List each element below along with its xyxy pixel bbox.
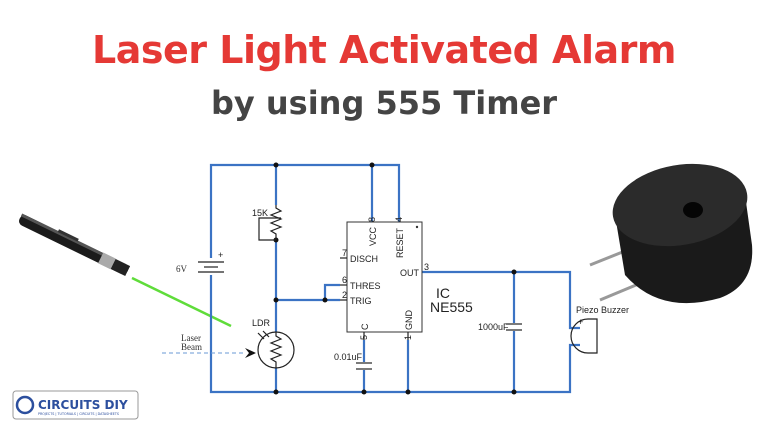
ic-name-line1: IC — [436, 285, 450, 301]
potentiometer-label: 15K — [252, 208, 268, 218]
ldr-label: LDR — [252, 318, 271, 328]
ic-name-line2: NE555 — [430, 299, 473, 315]
junction-dots — [273, 162, 517, 395]
pin-disch-label: DISCH — [350, 254, 378, 264]
circuits-diy-logo: CIRCUITS DIY PROJECTS | TUTORIALS | CIRC… — [12, 390, 139, 420]
laser-beam-label-1: Laser — [181, 333, 201, 343]
logo-brand: CIRCUITS DIY — [38, 398, 128, 412]
timing-capacitor: 0.01uF — [334, 352, 372, 370]
page-title: Laser Light Activated Alarm — [92, 28, 676, 72]
laser-beam-indicator: Laser Beam — [162, 333, 256, 358]
ldr-symbol: LDR — [252, 318, 295, 369]
pin-4-num: 4 — [394, 217, 404, 222]
battery-symbol: 6V + — [176, 250, 224, 274]
logo-mark-icon — [15, 395, 35, 415]
ne555-ic: DISCH THRES TRIG OUT 7 6 2 3 VCC RESET C… — [340, 217, 473, 340]
piezo-buzzer-image — [589, 163, 753, 304]
output-cap-label: 1000uF — [478, 322, 509, 332]
pin-trig-label: TRIG — [350, 296, 372, 306]
pin-1-num: 1 — [403, 335, 413, 340]
pin-5-num: 5 — [359, 335, 369, 340]
pin-vcc-label: VCC — [368, 226, 378, 246]
logo-tagline: PROJECTS | TUTORIALS | CIRCUITS | DATASH… — [38, 412, 119, 416]
pin-6-num: 6 — [342, 275, 347, 285]
pin-gnd-label: GND — [404, 310, 414, 331]
pin-2-num: 2 — [342, 290, 347, 300]
buzzer-plus: + — [578, 317, 583, 327]
pin-out-label: OUT — [400, 268, 420, 278]
timing-cap-label: 0.01uF — [334, 352, 363, 362]
page-subtitle: by using 555 Timer — [210, 84, 558, 122]
pin-thres-label: THRES — [350, 281, 381, 291]
pin-7-num: 7 — [342, 248, 347, 258]
pin-c-label: C — [360, 323, 370, 330]
buzzer-label: Piezo Buzzer — [576, 305, 629, 315]
pin-reset-label: RESET — [395, 227, 405, 258]
battery-plus: + — [218, 250, 223, 260]
battery-label: 6V — [176, 264, 188, 274]
laser-beam-line — [131, 276, 232, 328]
laser-pointer-image — [19, 213, 232, 328]
pin-8-num: 8 — [367, 217, 377, 222]
buzzer-symbol: + Piezo Buzzer — [570, 305, 629, 354]
potentiometer-symbol: 15K — [252, 205, 283, 241]
output-capacitor: 1000uF — [478, 322, 522, 332]
pin-3-num: 3 — [424, 262, 429, 272]
laser-beam-label-2: Beam — [181, 342, 202, 352]
